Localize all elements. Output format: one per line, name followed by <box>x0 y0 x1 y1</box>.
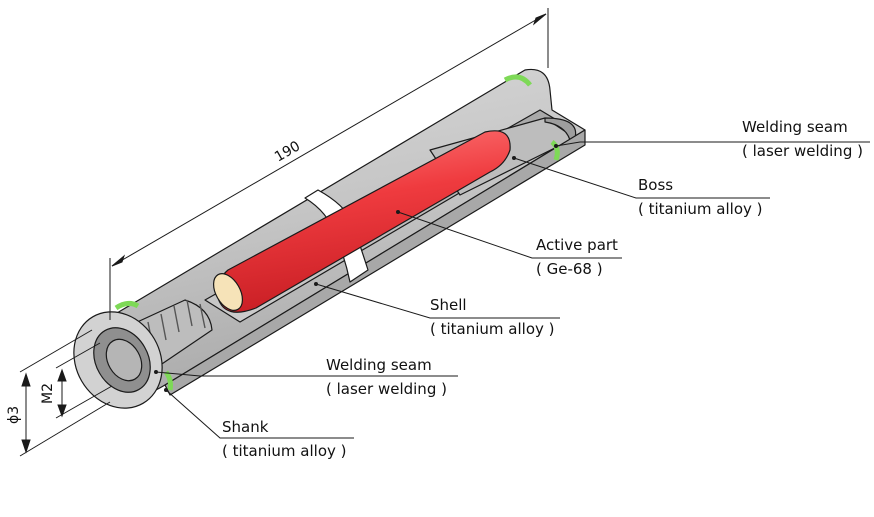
leader-dots <box>154 144 558 392</box>
callout-title: Welding seam <box>742 118 848 136</box>
callout-title: Welding seam <box>326 356 432 374</box>
callout-title: Active part <box>536 236 618 254</box>
dimension-length <box>109 8 549 320</box>
active-part-end <box>212 273 244 311</box>
leader-lines <box>155 141 870 439</box>
callout-detail: ( laser welding ) <box>742 142 863 160</box>
weld-seam-top-ring <box>503 74 532 87</box>
callout-boss: Boss ( titanium alloy ) <box>638 176 763 218</box>
callout-title: Shank <box>222 418 269 436</box>
callout-detail: ( titanium alloy ) <box>222 442 347 460</box>
callout-welding-seam-top: Welding seam ( laser welding ) <box>742 118 863 160</box>
callout-detail: ( titanium alloy ) <box>430 320 555 338</box>
callout-shell: Shell ( titanium alloy ) <box>430 296 555 338</box>
callout-detail: ( laser welding ) <box>326 380 447 398</box>
diameter-dimension-label: ϕ3 <box>6 406 22 424</box>
weld-seam-boss <box>550 140 560 161</box>
callout-detail: ( Ge-68 ) <box>536 260 603 278</box>
callout-active-part: Active part ( Ge-68 ) <box>536 236 618 278</box>
callout-shank: Shank ( titanium alloy ) <box>222 418 347 460</box>
length-dimension-label: 190 <box>272 138 303 165</box>
callout-title: Boss <box>638 176 673 194</box>
callout-welding-seam-bottom: Welding seam ( laser welding ) <box>326 356 447 398</box>
callout-detail: ( titanium alloy ) <box>638 200 763 218</box>
dimension-diameter <box>19 329 113 457</box>
active-part <box>217 130 511 313</box>
thread-dimension-label: M2 <box>40 383 56 404</box>
capsule-assembly <box>73 68 586 409</box>
front-ring-bore <box>105 338 143 382</box>
callout-title: Shell <box>430 296 467 314</box>
weld-seam-front <box>114 300 140 311</box>
